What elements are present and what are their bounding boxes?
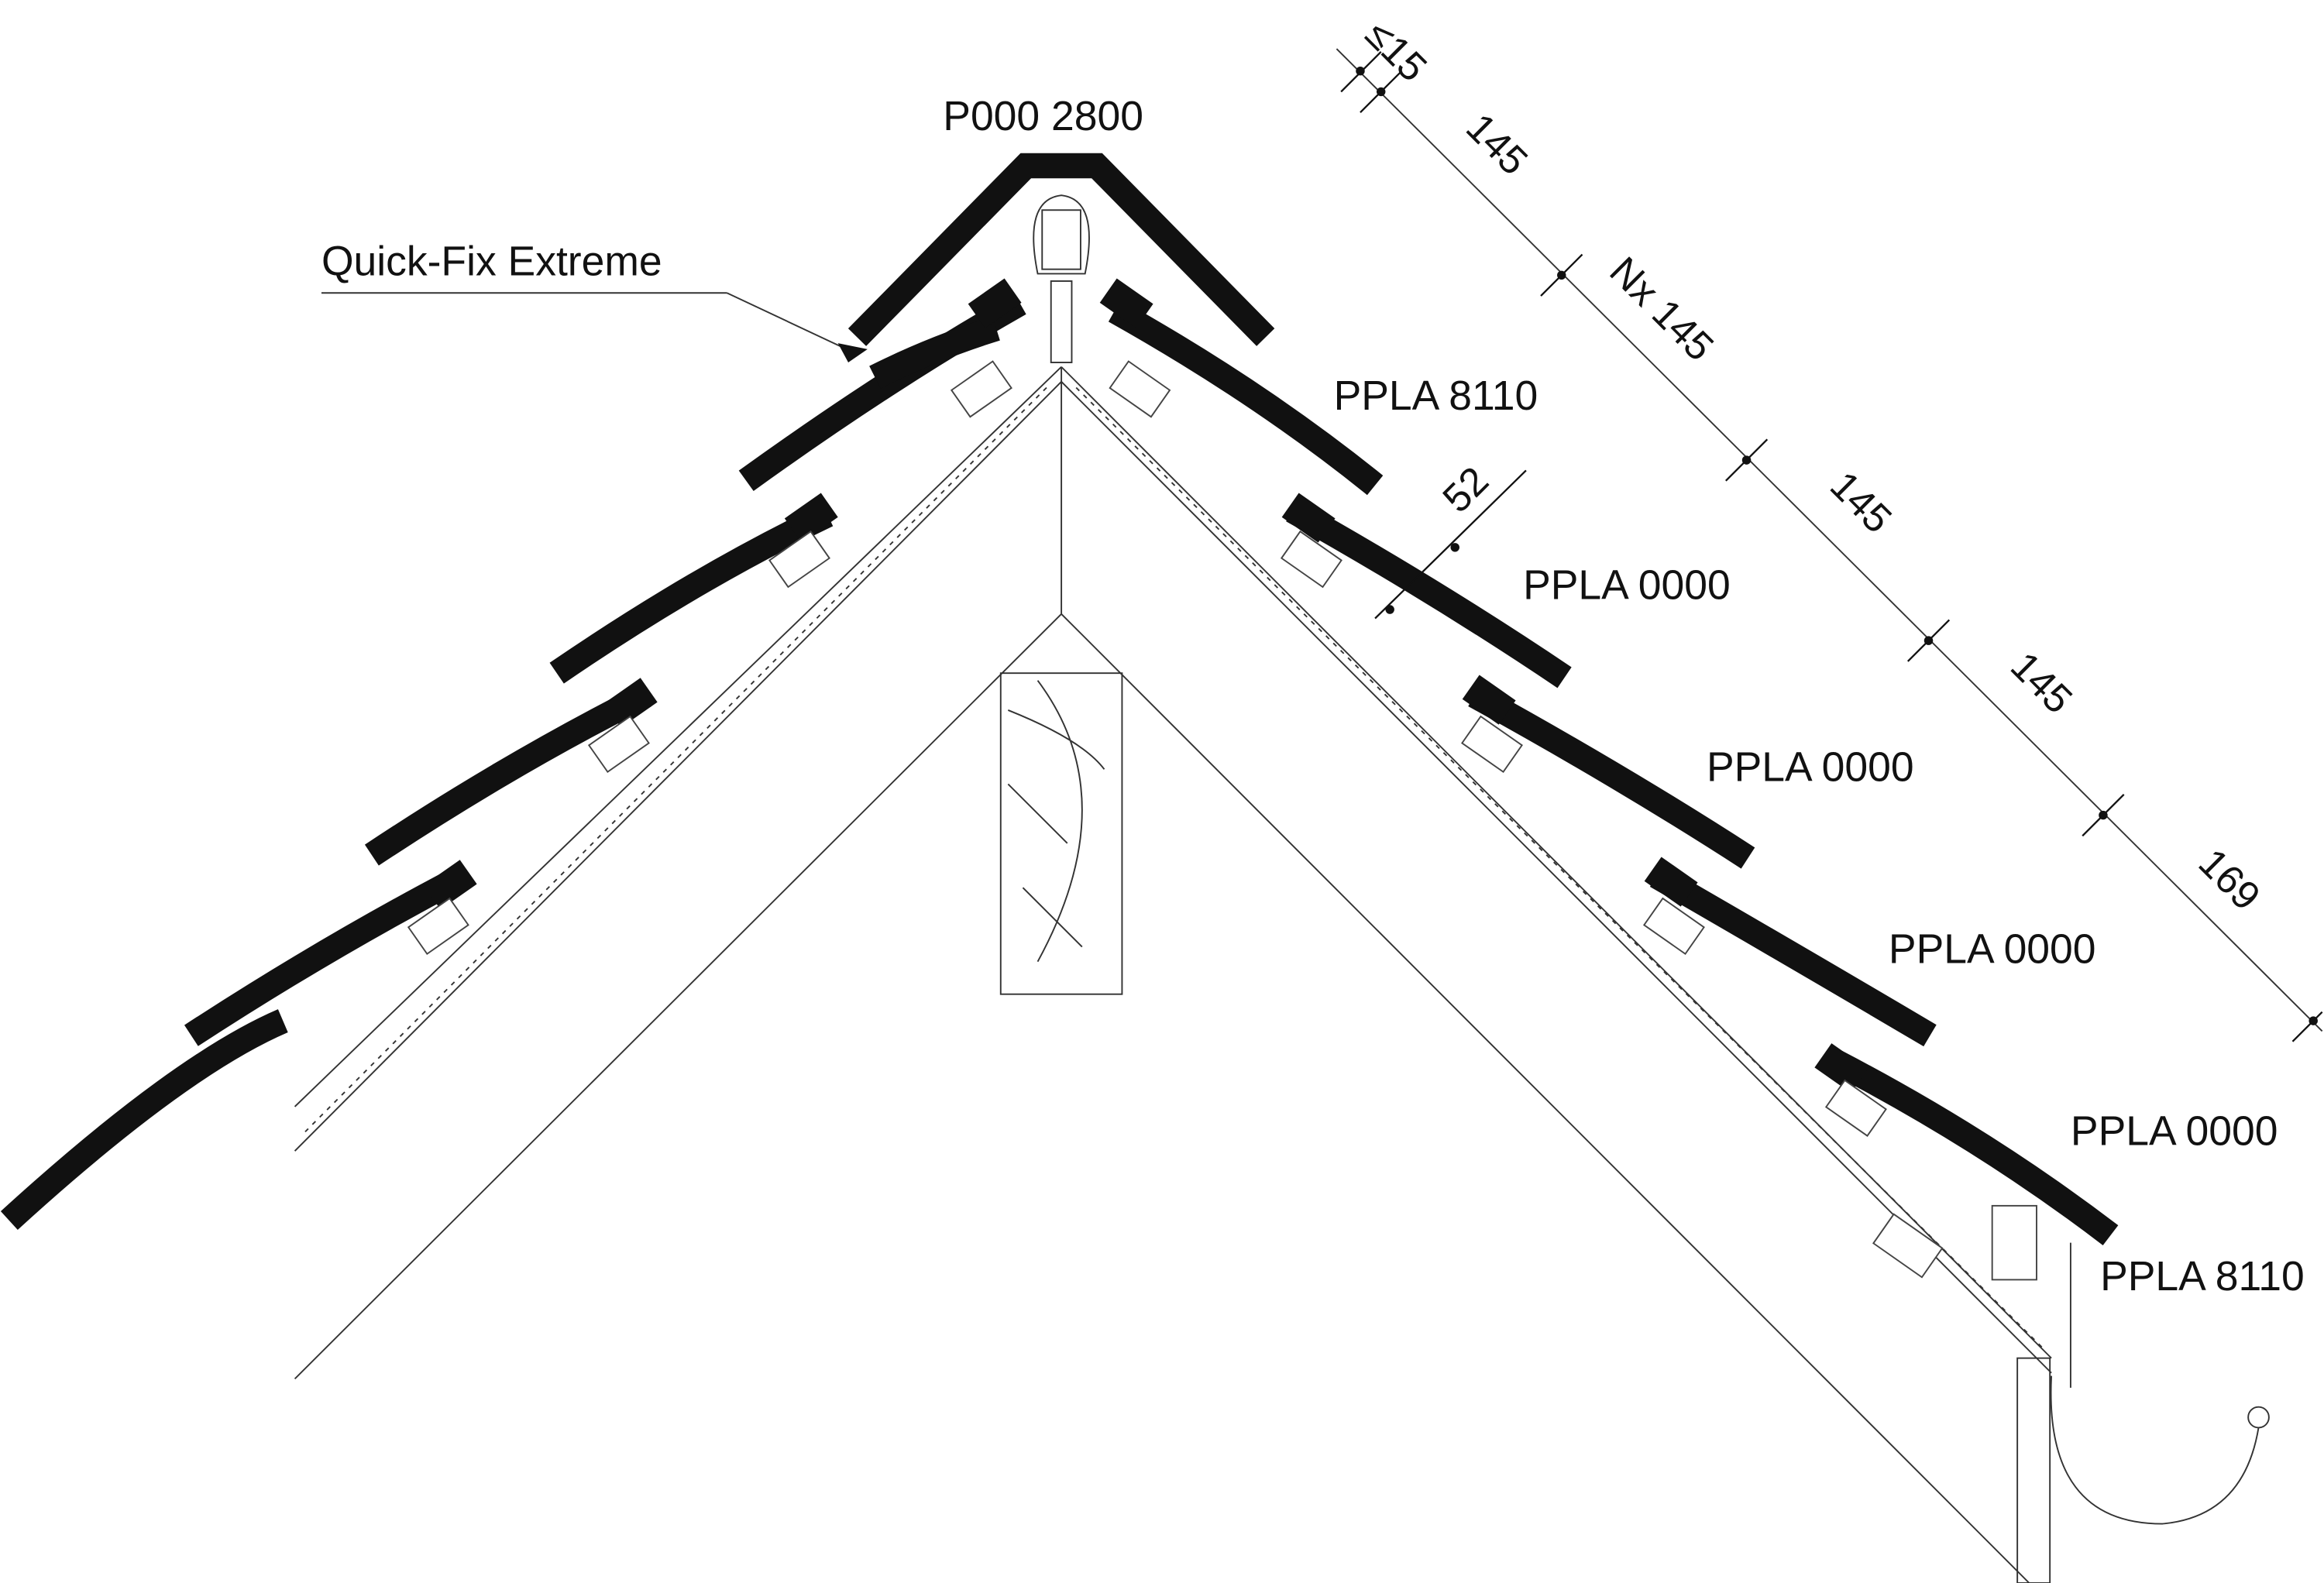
fascia-board [2016,1357,2051,1583]
ridge-post [999,672,1123,995]
label-tile-row-2: PPLA 0000 [1707,745,1914,791]
label-tile-row-1: PPLA 0000 [1523,563,1731,609]
dim-repeat-gauge: Nx 145 [1601,248,1723,369]
dim-fourth-gauge: 145 [2003,643,2082,722]
roof-structure [294,366,2052,1583]
label-ridge-tile: P000 2800 [943,94,1143,139]
left-tiles [0,278,1026,1230]
dim-eaves-gauge: 169 [2191,840,2270,919]
gutter-bead [2247,1406,2270,1429]
dim-ridge-gap: ≤15 [1357,12,1436,91]
ridge-tile [847,153,1275,346]
dim-first-gauge: 145 [1458,105,1537,184]
ridge-batten-holder [1033,194,1090,275]
leader-arrow [837,343,868,363]
right-tiles [1099,278,2119,1279]
label-top-tile: PPLA 8110 [1334,373,1538,419]
label-quick-fix: Quick-Fix Extreme [321,239,662,284]
dimension-chain: ≤15 145 Nx 145 145 145 169 52 [1336,12,2323,1042]
label-tile-row-3: PPLA 0000 [1889,927,2096,973]
ridge-screw [1050,280,1073,363]
dim-third-gauge: 145 [1822,462,1901,541]
label-tile-row-4: PPLA 0000 [2071,1109,2278,1155]
dim-overlap: 52 [1434,458,1497,521]
label-eaves-tile: PPLA 8110 [2100,1254,2305,1300]
gutter [2050,1375,2260,1525]
ridge-assembly [847,153,1275,363]
